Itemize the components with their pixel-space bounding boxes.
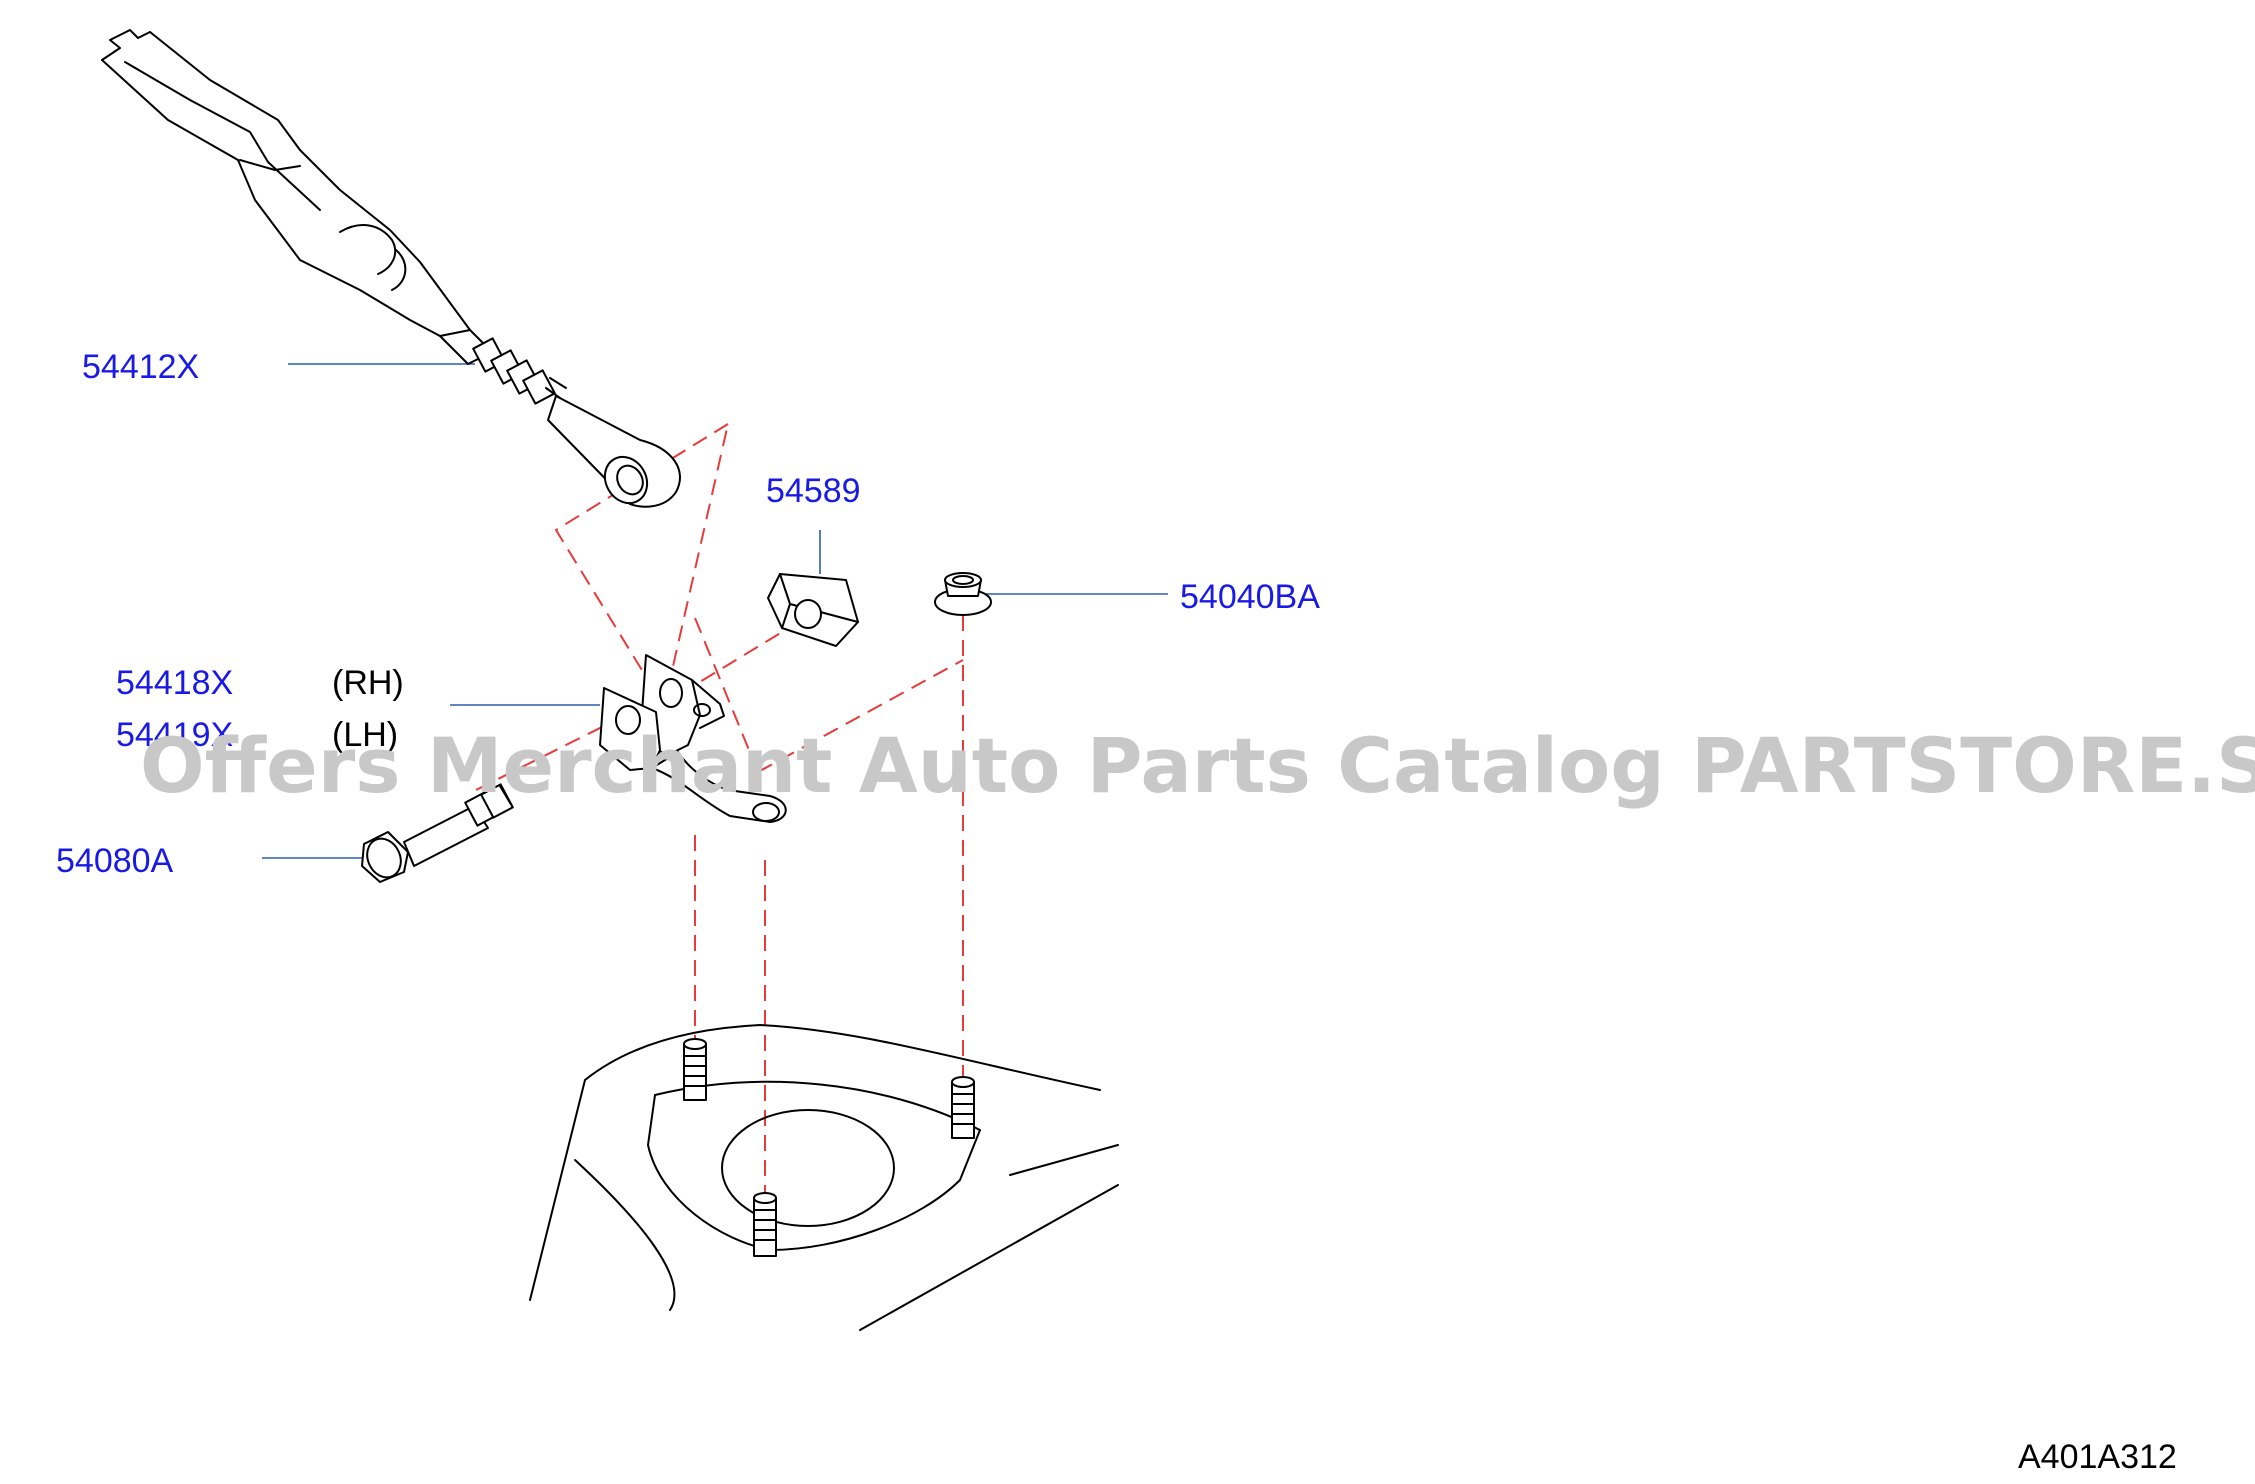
part-number-54080a[interactable]: 54080A (56, 842, 174, 880)
strut-tower-body (529, 1024, 1119, 1331)
part-number-54418x[interactable]: 54418X (116, 664, 233, 702)
stud-right (951, 1076, 975, 1139)
upper-link-arm-54412x (101, 29, 681, 508)
centerline-bracket-to-nut (757, 659, 964, 773)
bracket-54418x-54419x (599, 654, 787, 823)
part-number-54412x[interactable]: 54412X (82, 348, 199, 386)
side-label-lh: (LH) (332, 716, 398, 754)
diagram-reference-code: A401A312 (2018, 1438, 2177, 1476)
mounting-studs (683, 1038, 975, 1257)
insulator-54589 (767, 573, 859, 647)
part-number-54419x[interactable]: 54419X (116, 716, 233, 754)
part-number-54589[interactable]: 54589 (766, 472, 861, 510)
part-number-54040ba[interactable]: 54040BA (1180, 578, 1320, 616)
stud-left (683, 1038, 707, 1101)
centerline-bolt (475, 719, 617, 791)
flange-nut-54040ba (934, 572, 992, 616)
bolt-54080a (361, 783, 514, 883)
watermark-text: Offers Merchant Auto Parts Catalog PARTS… (140, 721, 2255, 810)
part-labels: 54412X 54589 54040BA 54418X (RH) 54419X … (56, 348, 1320, 880)
leader-lines (262, 363, 1168, 859)
side-label-rh: (RH) (332, 664, 404, 702)
stud-front (753, 1192, 777, 1257)
centerline-bracket-inner (694, 617, 759, 773)
